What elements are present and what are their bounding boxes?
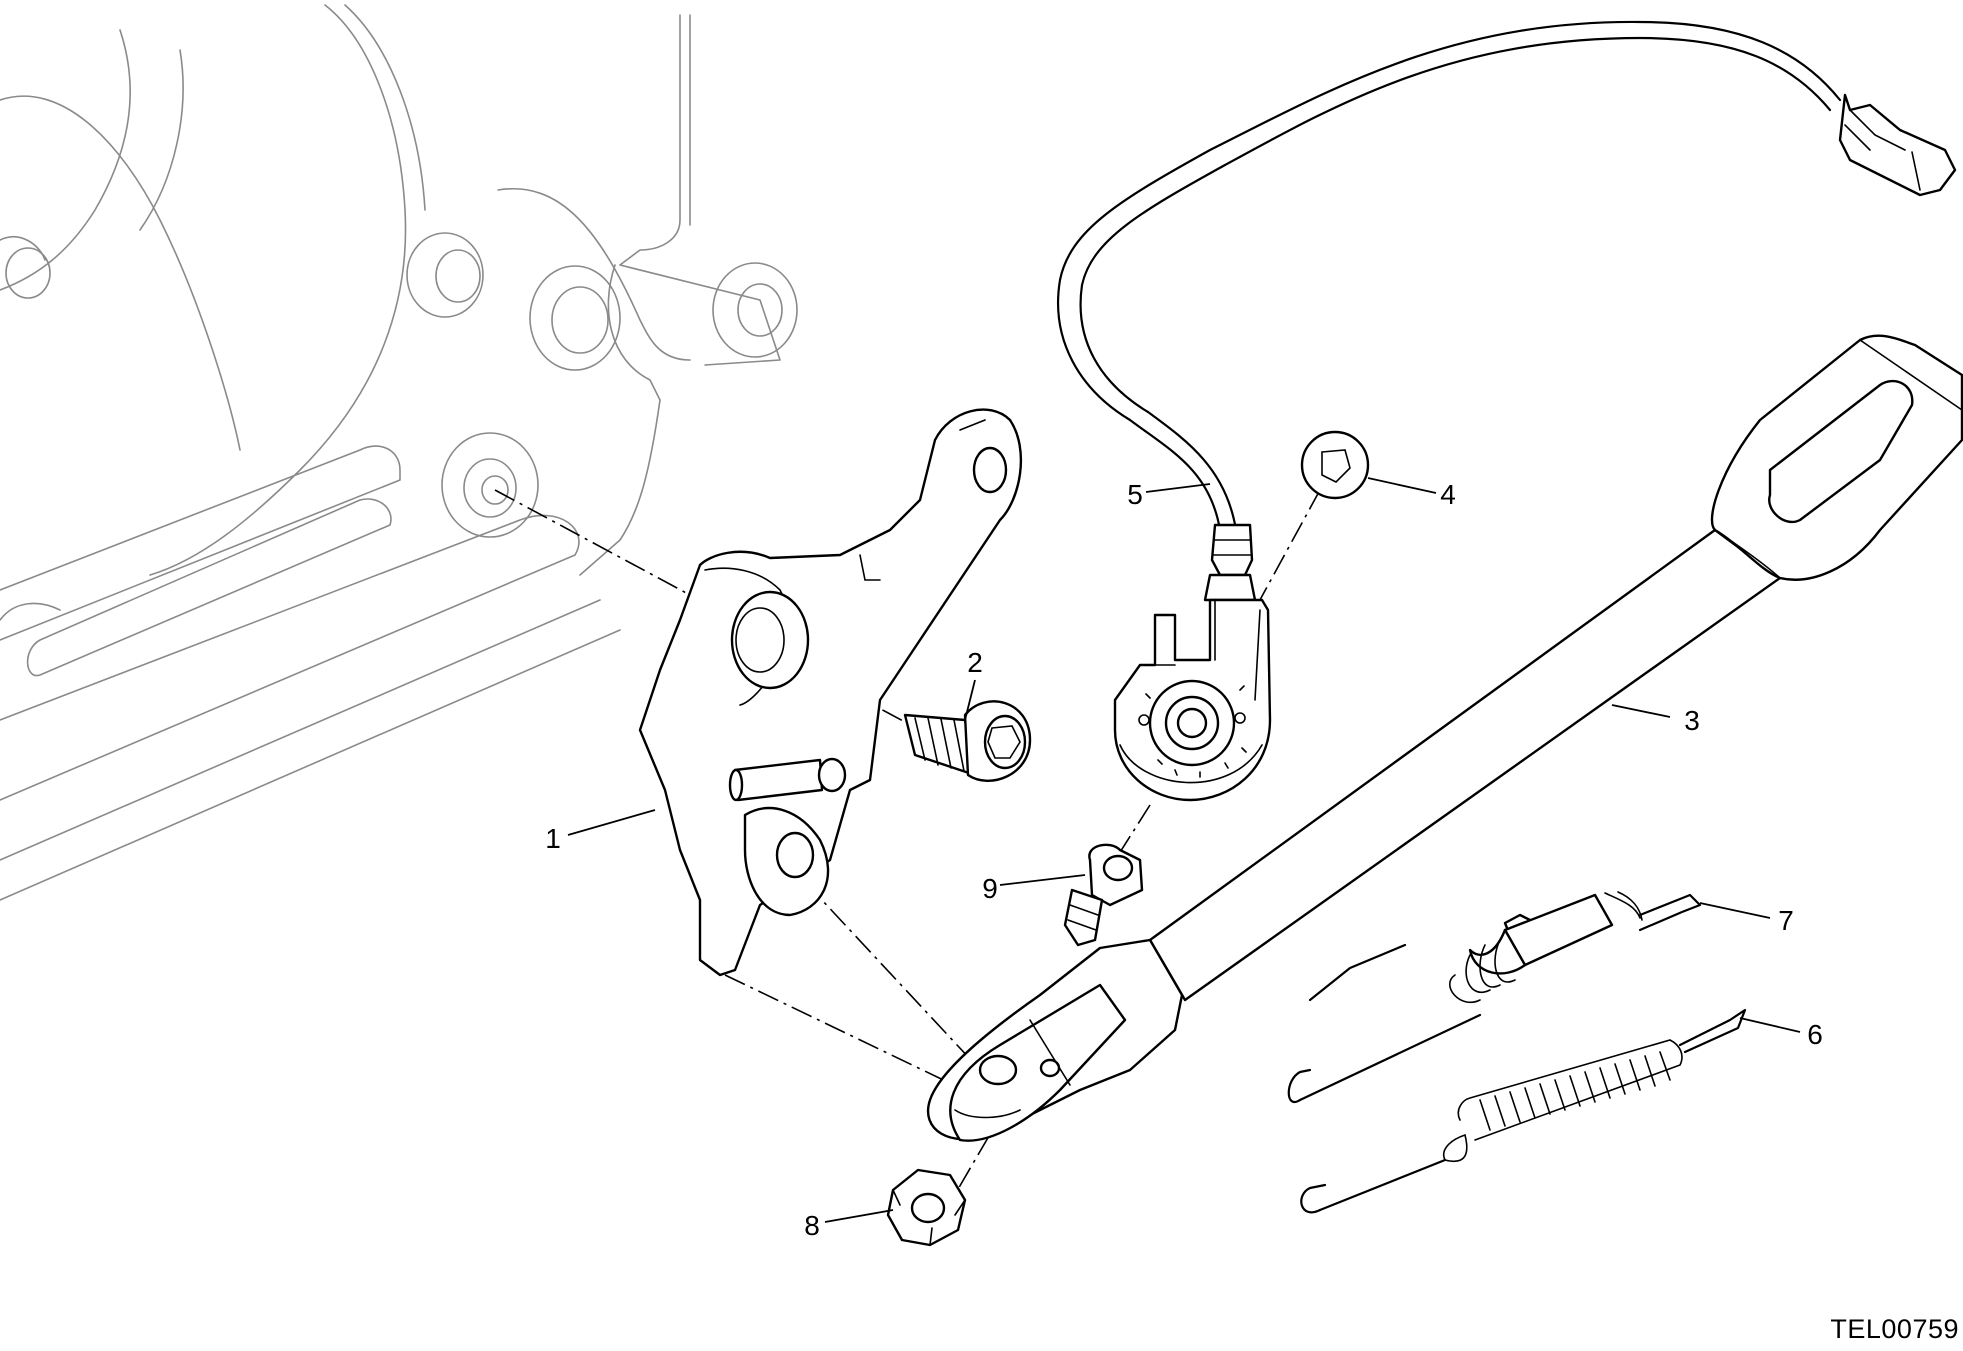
callout-2: 2 xyxy=(967,647,983,678)
callout-3: 3 xyxy=(1684,705,1700,736)
callout-5: 5 xyxy=(1127,479,1143,510)
callout-1: 1 xyxy=(545,823,561,854)
part-5-sidestand-sensor xyxy=(1057,20,1957,802)
callout-7: 7 xyxy=(1778,905,1794,936)
part-1-bracket xyxy=(638,408,1023,977)
callout-4: 4 xyxy=(1440,479,1456,510)
part-6-long-spring xyxy=(1300,1008,1747,1214)
part-8-nut xyxy=(886,1168,967,1247)
part-9-screw xyxy=(1063,843,1144,947)
part-2-bolt xyxy=(903,700,1032,782)
part-7-short-spring xyxy=(1287,891,1702,1104)
drawing-code-label: TEL00759 xyxy=(1830,1314,1959,1344)
callouts: 1 2 3 4 5 6 7 8 9 xyxy=(545,479,1823,1241)
part-4-washer xyxy=(1300,430,1370,500)
callout-9: 9 xyxy=(982,873,998,904)
part-3-side-stand xyxy=(927,334,1963,1142)
callout-8: 8 xyxy=(804,1210,820,1241)
callout-6: 6 xyxy=(1807,1019,1823,1050)
engine-crankcase-outline xyxy=(0,4,798,901)
leader-lines xyxy=(567,477,1801,1223)
